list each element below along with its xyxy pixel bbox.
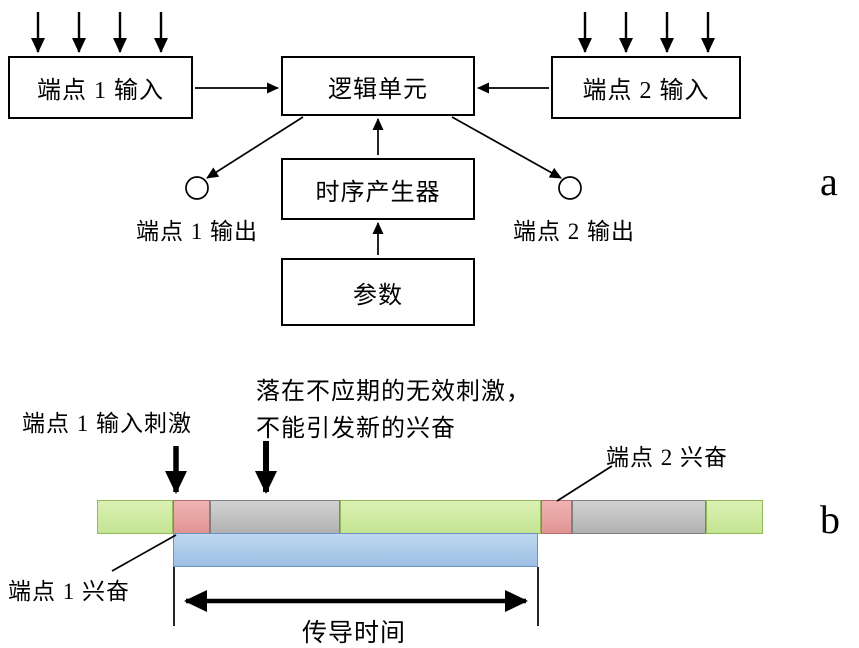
panel-a-letter: a (820, 159, 838, 204)
timeline-segment-red-2 (541, 500, 572, 534)
endpoint2-input-box: 端点 2 输入 (551, 56, 741, 119)
timeline-segment-green-3 (706, 500, 763, 534)
endpoint1-stimulus-label: 端点 1 输入刺激 (22, 411, 192, 436)
timing-generator-box: 时序产生器 (281, 158, 475, 220)
logic-unit-box: 逻辑单元 (281, 56, 475, 116)
endpoint2-excitation-label: 端点 2 兴奋 (606, 445, 728, 470)
timeline-segment-red-1 (173, 500, 210, 534)
endpoint2-excitation-pointer-line (556, 465, 613, 502)
timeline-segment-green-2 (340, 500, 541, 534)
endpoint1-excitation-label: 端点 1 兴奋 (8, 579, 130, 604)
conduction-interval-bar (173, 533, 538, 567)
endpoint1-excitation-pointer-line (111, 534, 177, 572)
endpoint1-input-arrows (31, 12, 168, 53)
timeline-segment-green-1 (97, 500, 173, 534)
endpoint2-input-arrows (578, 12, 715, 53)
conduction-time-label: 传导时间 (301, 620, 406, 647)
endpoint1-output-label: 端点 1 输出 (136, 219, 258, 244)
endpoint2-output-label: 端点 2 输出 (513, 219, 635, 244)
refractory-note: 落在不应期的无效刺激， 不能引发新的兴奋 (256, 374, 531, 448)
endpoint1-output-node (185, 176, 209, 200)
timeline-segment-gray-1 (210, 500, 340, 534)
refractory-note-line2: 不能引发新的兴奋 (256, 416, 456, 442)
panel-b-letter: b (820, 497, 840, 542)
refractory-note-line1: 落在不应期的无效刺激， (256, 379, 531, 405)
timeline-segment-gray-2 (572, 500, 706, 534)
parameters-box: 参数 (281, 258, 475, 326)
endpoint2-output-node (558, 176, 582, 200)
endpoint1-input-box: 端点 1 输入 (8, 56, 193, 119)
